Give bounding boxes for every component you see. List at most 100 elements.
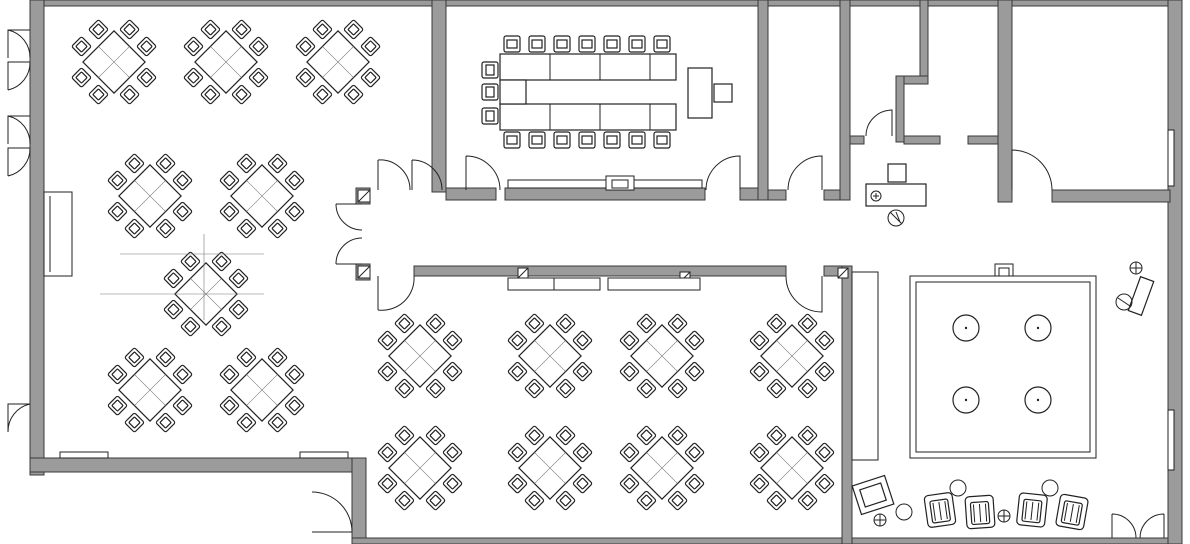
chair (814, 361, 835, 382)
armchair (1055, 493, 1089, 531)
chair (343, 84, 364, 105)
chair (481, 83, 499, 101)
chair (180, 251, 201, 272)
chair (377, 361, 398, 382)
chair (284, 201, 305, 222)
banquet-cluster (219, 347, 305, 433)
chair (766, 490, 787, 511)
chair (248, 67, 269, 88)
chair (394, 425, 415, 446)
conference-table (499, 53, 733, 131)
chair (236, 153, 257, 174)
chair (155, 153, 176, 174)
chair (425, 313, 446, 334)
door-swings (7, 29, 1165, 539)
chair (555, 378, 576, 399)
chair (524, 425, 545, 446)
chair (667, 313, 688, 334)
banquet-cluster (107, 347, 193, 433)
chair (394, 313, 415, 334)
chair (749, 330, 770, 351)
chair (136, 67, 157, 88)
chair (481, 61, 499, 79)
chair (219, 395, 240, 416)
banquet-cluster (219, 153, 305, 239)
armchair (964, 494, 996, 530)
chair (507, 442, 528, 463)
chair (572, 361, 593, 382)
chair (200, 19, 221, 40)
chair (267, 218, 288, 239)
chair (155, 218, 176, 239)
chair (228, 268, 249, 289)
chair (172, 201, 193, 222)
chair (636, 313, 657, 334)
chair (578, 35, 596, 53)
chair (236, 218, 257, 239)
banquet-cluster (619, 425, 705, 511)
chair (231, 84, 252, 105)
chair (797, 378, 818, 399)
chair (553, 131, 571, 149)
chair (797, 313, 818, 334)
chair (619, 361, 640, 382)
chair (636, 425, 657, 446)
left-wall-windows (43, 129, 1175, 471)
chair (200, 84, 221, 105)
chair (119, 19, 140, 40)
chair (377, 442, 398, 463)
armchair (1016, 492, 1048, 528)
banquet-cluster (749, 313, 835, 399)
chair (267, 153, 288, 174)
chair (684, 361, 705, 382)
chair (124, 218, 145, 239)
banquet-cluster (619, 313, 705, 399)
chair (219, 170, 240, 191)
chair (507, 473, 528, 494)
chair (814, 330, 835, 351)
chair (71, 67, 92, 88)
banquet-table-clusters (71, 19, 835, 511)
chair (267, 347, 288, 368)
corridor-counters (507, 175, 879, 461)
chair (553, 35, 571, 53)
chair (572, 442, 593, 463)
chair (248, 36, 269, 57)
chair (667, 378, 688, 399)
banquet-cluster (183, 19, 269, 105)
chair (236, 412, 257, 433)
chair (312, 19, 333, 40)
banquet-cluster (107, 153, 193, 239)
chair (183, 67, 204, 88)
chair (124, 153, 145, 174)
chair (619, 442, 640, 463)
banquet-cluster (377, 425, 463, 511)
chair (163, 268, 184, 289)
chair (211, 316, 232, 337)
chair (797, 490, 818, 511)
chair (88, 84, 109, 105)
chair (236, 347, 257, 368)
chair (481, 107, 499, 125)
chair (136, 36, 157, 57)
banquet-cluster (71, 19, 157, 105)
chair (578, 131, 596, 149)
chair (107, 364, 128, 385)
chair (555, 313, 576, 334)
chair (528, 131, 546, 149)
chair (425, 490, 446, 511)
chair (231, 19, 252, 40)
chair (619, 330, 640, 351)
chair (107, 201, 128, 222)
chair (211, 251, 232, 272)
chair (377, 330, 398, 351)
guide-lines (100, 234, 264, 320)
chair (219, 364, 240, 385)
chair (155, 347, 176, 368)
chair (183, 36, 204, 57)
chair (163, 299, 184, 320)
chair (267, 412, 288, 433)
chair (572, 330, 593, 351)
chair (107, 170, 128, 191)
